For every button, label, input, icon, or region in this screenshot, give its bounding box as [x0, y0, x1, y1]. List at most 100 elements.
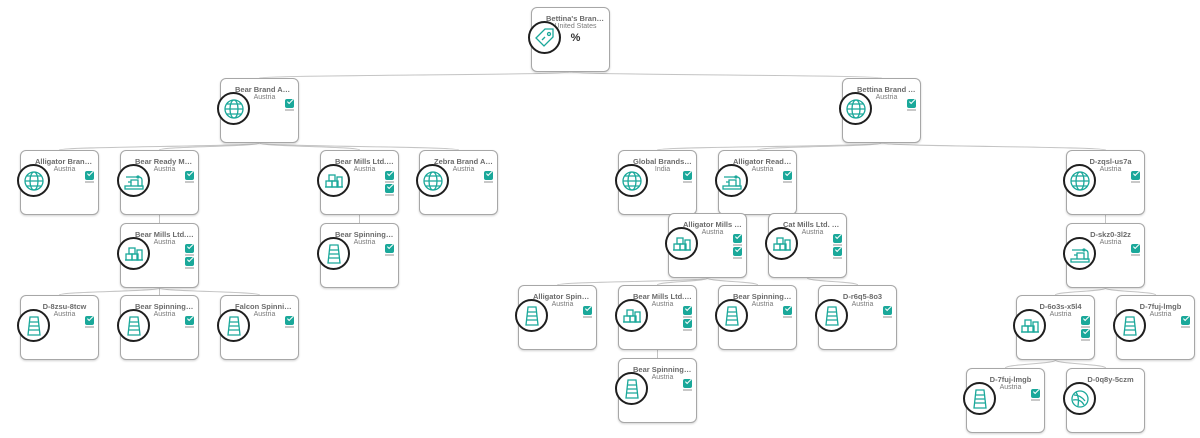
badge-caption: [185, 181, 194, 183]
yarn-spool-icon: [117, 309, 150, 342]
tree-edge: [757, 142, 882, 151]
node-country: Austria: [1149, 311, 1172, 318]
certificate-badge-icon: [185, 171, 194, 180]
node-name: Bear Mills Ltd. cus...: [135, 230, 194, 239]
node-country: Austria: [353, 166, 376, 173]
certificate-badge-icon: [883, 306, 892, 315]
node-country: Austria: [153, 166, 176, 173]
node-name: Bettina Brand AG ...: [857, 85, 916, 94]
certificate-badge-icon: [683, 319, 692, 328]
tree-edge: [570, 71, 882, 79]
certificate-badge-icon: [285, 316, 294, 325]
sewing-machine-icon: [117, 164, 150, 197]
node-name: Bear Spinning Inc....: [335, 230, 394, 239]
node-name: Bear Ready Made...: [135, 157, 194, 166]
certificate-badge-icon: [185, 257, 194, 266]
node-country: Austria: [801, 229, 824, 236]
node-country: Austria: [53, 311, 76, 318]
tree-node[interactable]: Alligator Spinning ...Austria: [518, 285, 597, 350]
node-name: D-0q8y-5czm: [1087, 375, 1134, 384]
node-country: Austria: [751, 301, 774, 308]
badge-caption: [185, 254, 194, 256]
tree-edge: [1105, 287, 1156, 296]
certificate-badge-icon: [833, 247, 842, 256]
certificate-badge-icon: [85, 171, 94, 180]
node-name: Zebra Brand AG c...: [434, 157, 493, 166]
badge-caption: [85, 181, 94, 183]
certificate-badge-icon: [385, 184, 394, 193]
node-country: Austria: [875, 94, 898, 101]
badge-caption: [185, 267, 194, 269]
factory-icon: [765, 227, 798, 260]
node-name: Bear Spinning Inc....: [733, 292, 792, 301]
certificate-badge-icon: [733, 247, 742, 256]
node-name: Bear Brand AG cu...: [235, 85, 294, 94]
badge-caption: [783, 181, 792, 183]
badge-caption: [1081, 339, 1090, 341]
node-name: Alligator Brand AG...: [35, 157, 94, 166]
node-name: D-7fuj-lmgb: [1139, 302, 1182, 311]
sewing-machine-icon: [715, 164, 748, 197]
certificate-badge-icon: [85, 316, 94, 325]
badge-caption: [833, 257, 842, 259]
node-country: Austria: [999, 384, 1022, 391]
tree-edge: [1055, 359, 1106, 369]
node-country: Austria: [551, 301, 574, 308]
certificate-badge-icon: [1181, 316, 1190, 325]
node-name: D-6o3s-x5l4: [1039, 302, 1082, 311]
badge-caption: [883, 316, 892, 318]
badge-caption: [683, 181, 692, 183]
yarn-spool-icon: [217, 309, 250, 342]
tree-edge: [557, 277, 708, 286]
certificate-badge-icon: [907, 99, 916, 108]
certificate-badge-icon: [783, 306, 792, 315]
badge-caption: [185, 326, 194, 328]
certificate-badge-icon: [1081, 316, 1090, 325]
node-country: Austria: [1099, 239, 1122, 246]
certificate-badge-icon: [583, 306, 592, 315]
badge-caption: [1081, 326, 1090, 328]
badge-caption: [583, 316, 592, 318]
badge-caption: [85, 326, 94, 328]
node-country: Austria: [253, 94, 276, 101]
node-country: Austria: [153, 239, 176, 246]
globe-icon: [217, 92, 250, 125]
factory-icon: [615, 299, 648, 332]
badge-caption: [1131, 181, 1140, 183]
certificate-badge-icon: [185, 244, 194, 253]
node-name: Bear Mills Ltd. cus...: [633, 292, 692, 301]
yarn-spool-icon: [17, 309, 50, 342]
badge-caption: [683, 316, 692, 318]
node-country: Austria: [353, 239, 376, 246]
certificate-badge-icon: [683, 379, 692, 388]
globe-icon: [615, 164, 648, 197]
badge-caption: [285, 326, 294, 328]
certificate-badge-icon: [783, 171, 792, 180]
node-percentage: %: [570, 32, 581, 44]
tree-node[interactable]: Zebra Brand AG c...Austria: [419, 150, 498, 215]
tree-edge: [259, 142, 459, 151]
tree-node[interactable]: Bear Spinning Inc....Austria: [120, 295, 199, 360]
badge-caption: [1181, 326, 1190, 328]
node-country: United States: [554, 23, 597, 30]
node-name: D-skz0-3l2z: [1090, 230, 1131, 239]
tree-edge: [1055, 287, 1106, 296]
badge-caption: [385, 181, 394, 183]
factory-icon: [117, 237, 150, 270]
yarn-spool-icon: [515, 299, 548, 332]
node-name: Alligator Ready M...: [733, 157, 792, 166]
yarn-spool-icon: [715, 299, 748, 332]
node-name: D-7fuj-lmgb: [989, 375, 1032, 384]
node-country: Austria: [1049, 311, 1072, 318]
factory-icon: [317, 164, 350, 197]
badge-caption: [783, 316, 792, 318]
certificate-badge-icon: [683, 306, 692, 315]
node-country: Austria: [452, 166, 475, 173]
fiber-ball-icon: [1063, 382, 1096, 415]
globe-icon: [416, 164, 449, 197]
factory-icon: [665, 227, 698, 260]
certificate-badge-icon: [1081, 329, 1090, 338]
tree-edge: [881, 142, 1106, 151]
